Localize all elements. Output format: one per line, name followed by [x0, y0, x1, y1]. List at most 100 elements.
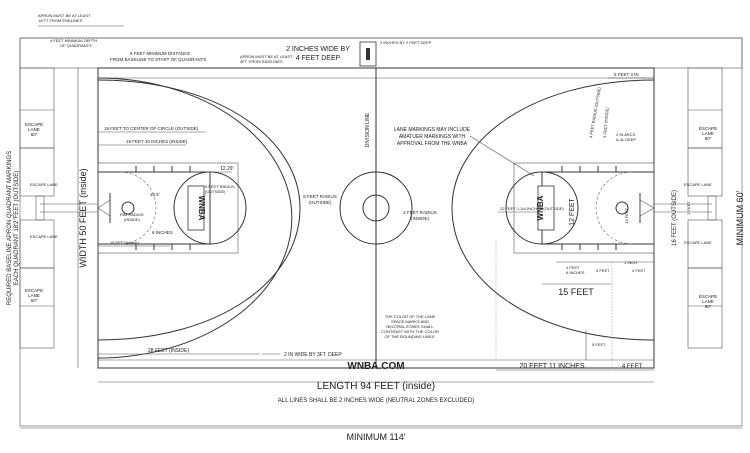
svg-text:60": 60" [31, 132, 38, 137]
apron-mid-1: APRON MUST BE AT LEAST [240, 54, 293, 59]
svg-text:60": 60" [705, 136, 712, 141]
required-baseline-1: REQUIRED BASELINE APRON QUADRANT MARKING… [7, 151, 13, 305]
center-circle-outer [339, 171, 413, 245]
left-escape-labels: ESCAPE LANE 60" ESCAPE LANE 60" ESCAPE L… [25, 122, 58, 303]
minimum-60: MINIMUM 60' [735, 190, 745, 245]
right-rim [615, 201, 629, 215]
two-in-wide: 2 IN WIDE BY 3FT. DEEP [284, 352, 342, 358]
color-note-3: NEUTRAL ZONES SHALL [386, 324, 434, 329]
lane-markings-pointer [469, 135, 535, 177]
two-inches-small: 2 INCHES BY 2 FEET DEEP [380, 40, 432, 45]
svg-text:ESCAPE LANE: ESCAPE LANE [684, 240, 712, 245]
four-feet-small: 4 FEET [566, 265, 580, 270]
svg-text:ESCAPE: ESCAPE [699, 294, 717, 299]
right-quadrants [687, 67, 723, 349]
four-feet: 4 FEET [622, 364, 643, 370]
center-circle-inner [362, 194, 390, 222]
right-restricted-arc [595, 171, 633, 245]
nineteen-feet: 19 FEET TO CENTER OF CIRCLE (OUTSIDE) [104, 126, 199, 131]
svg-text:ESCAPE LANE: ESCAPE LANE [30, 182, 58, 187]
right-basket-support [639, 199, 655, 217]
apron-top-2: 18 FT FROM ENDLINES [38, 18, 83, 23]
two-feet-radius-1: 2 FEET RADIUS [403, 210, 436, 215]
right-lane-hashes [561, 166, 617, 250]
two-arcs-2: & 4L DEEP [616, 137, 636, 142]
all-lines-note: ALL LINES SHALL BE 2 INCHES WIDE (NEUTRA… [278, 398, 474, 404]
fifteen-feet: 15 FEET [558, 287, 594, 297]
right-three-point-arc [451, 79, 655, 341]
rim-radius-1: 6 FEET RADIUS [205, 184, 235, 189]
right-free-throw-circle [505, 171, 579, 245]
right-wnba-logo: WNBA [536, 195, 545, 220]
rim-radius-2: (OUTSIDE) [205, 189, 226, 194]
left-quadrants [19, 67, 55, 349]
right-wnba-logo-box [537, 185, 555, 231]
fifteen-inside: 15 FEET(inside) [110, 240, 140, 245]
left-three-point-arc [97, 79, 301, 341]
svg-text:60": 60" [705, 304, 712, 309]
five-feet-small: 5 FEET [592, 342, 606, 347]
svg-text:LANE: LANE [702, 299, 714, 304]
right-stanchion [707, 195, 717, 221]
one-inch: 1 INCH [624, 260, 637, 265]
required-baseline-2: EACH QUADRANT 18'2"FEET (OUTSIDE) [14, 171, 20, 285]
svg-text:ESCAPE: ESCAPE [699, 126, 717, 131]
twenty-two-feet: 22 FEET 1-3/4 INCHES (OUTSIDE) [500, 206, 564, 211]
rim-radius-small-2: (INSIDE) [124, 217, 141, 222]
top-logo-figure [366, 48, 370, 60]
apron-mid-2: 4FT. FROM SIDELINES [240, 59, 283, 64]
lane-markings-3: APPROVAL FROM THE WNBA [397, 141, 468, 147]
svg-text:60": 60" [31, 298, 38, 303]
division-line-label: DIVISION LINE [365, 112, 371, 147]
svg-text:LANE: LANE [702, 131, 714, 136]
min-depth-2: OF QUADRANTS [60, 43, 92, 48]
left-stanchion [35, 195, 45, 221]
six-feet-radius-1: 6 FEET RADIUS [303, 194, 336, 199]
color-note-1: THE COLOR OF THE LANE [385, 314, 436, 319]
right-escape-labels: ESCAPE LANE 60" ESCAPE LANE 60" ESCAPE L… [684, 126, 717, 309]
sixteen-feet: 16 FEET (OUTSIDE) [672, 190, 678, 246]
left-basket-support [97, 199, 111, 217]
three-feet-inside: 3 FEET (INSIDE) [602, 107, 610, 139]
four-feet-right: 4 FEET [632, 268, 646, 273]
min-distance-2: FROM BASELINE TO START OF QUADRANTS [110, 57, 206, 62]
svg-text:ESCAPE LANE: ESCAPE LANE [30, 234, 58, 239]
lane-markings-2: AMATUER MARKINGS WITH [399, 134, 466, 140]
three-feet: 3 FEET [596, 268, 610, 273]
dim-2: 2 FEET [686, 201, 691, 215]
twenty-feet: 20 FEET 11 INCHES [519, 363, 584, 370]
eighteen-feet: 18 FEET 10 INCHES (INSIDE) [126, 139, 188, 144]
five-feet-3in: 5 FEET 3 IN [614, 72, 639, 77]
twenty-eight: 28 FEET (INSIDE) [148, 348, 189, 354]
feet-radius-vertical: 4 FEET RADIUS (OUTSIDE) [588, 86, 602, 138]
two-inches-top-1: 2 INCHES WIDE BY [286, 46, 350, 53]
svg-text:ESCAPE: ESCAPE [25, 288, 43, 293]
rim-radius-small-1: RIM RADIUS [120, 212, 144, 217]
min-depth-1: 4 FEET MINIMUM DEPTH [50, 38, 97, 43]
svg-text:LANE: LANE [28, 127, 40, 132]
minimum-114: MINIMUM 114' [346, 432, 405, 442]
left-wnba-logo: WNBA [197, 196, 206, 221]
twelve-feet: 12 FEET [569, 197, 576, 225]
svg-text:ESCAPE LANE: ESCAPE LANE [684, 182, 712, 187]
left-three-point-line [97, 77, 293, 359]
svg-text:LANE: LANE [28, 293, 40, 298]
left-rim [121, 201, 135, 215]
six-inches-right: 6 INCHES [566, 270, 585, 275]
dim-1229: 12.29' [220, 166, 234, 172]
wnba-com: WNBA.COM [347, 361, 404, 372]
dim-13: 13 FEET [624, 208, 629, 224]
left-wnba-logo-box [187, 185, 205, 231]
six-feet-radius-2: (OUTSIDE) [309, 200, 333, 205]
left-restricted-arc [119, 171, 157, 245]
width-label: WIDTH 50 FEET (inside) [78, 168, 88, 267]
svg-text:ESCAPE: ESCAPE [25, 122, 43, 127]
lane-markings-1: LANE MARKINGS MAY INCLUDE [394, 127, 471, 133]
apron-top-1: APRON MUST BE AT LEAST [38, 13, 91, 18]
color-note-2: SPACE MARKS AND [391, 319, 429, 324]
two-feet-radius-2: (INSIDE) [411, 216, 430, 221]
dim-155: 15.5' [150, 192, 160, 197]
min-distance-1: 6 FEET MINIMUM DISTANCE [130, 51, 190, 56]
two-inches-top-2: 4 FEET DEEP [296, 55, 341, 62]
